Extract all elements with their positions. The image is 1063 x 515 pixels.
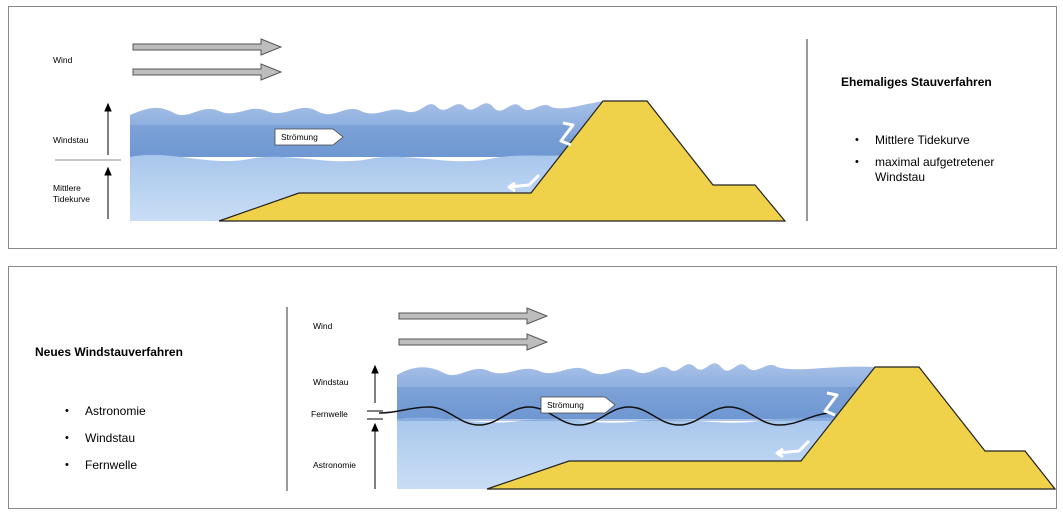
return-flow-arrow [775,391,839,459]
new-method-diagram: Strömung [286,307,1056,491]
wind-arrow [132,38,283,56]
panel-new-method: Strömung Wind Windstau Fernwelle Astrono… [8,266,1057,509]
old-method-diagram: Strömung [55,38,808,222]
old-method-bullet-list: Mittlere Tidekurve maximal aufgetretener… [855,133,1045,192]
tide-height-arrow [104,166,112,219]
bullet-item: Windstau [65,430,245,446]
bullet-item: Fernwelle [65,457,245,473]
windstau-label: Windstau [313,377,349,387]
old-method-title: Ehemaliges Stauverfahren [841,75,992,89]
deep-water-band [397,387,867,421]
astronomie-label: Astronomie [313,460,356,470]
current-arrow: Strömung [540,396,616,414]
mittlere-label-line2: Tidekurve [53,194,91,204]
current-label: Strömung [281,132,318,142]
new-method-bullet-list: Astronomie Windstau Fernwelle [65,403,245,484]
new-method-title: Neues Windstauverfahren [35,345,183,359]
wind-label: Wind [313,321,333,331]
wind-arrow [398,333,549,351]
dike [486,366,1056,490]
wind-arrow [398,307,549,325]
windstau-height-arrow [371,364,379,403]
windstau-height-arrow [104,102,112,155]
return-flow-arrow [507,121,575,193]
dike [218,100,787,222]
windstau-label: Windstau [53,135,89,145]
current-arrow: Strömung [274,128,344,146]
deep-water-band [130,125,570,155]
fernwelle-wave-line [378,406,830,426]
wind-arrow [132,63,283,81]
fernwelle-label: Fernwelle [311,409,348,419]
bullet-item: Mittlere Tidekurve [855,133,1045,148]
mittlere-label-line1: Mittlere [53,183,81,193]
wind-label: Wind [53,55,73,65]
current-label: Strömung [547,400,584,410]
bullet-item: Astronomie [65,403,245,419]
bullet-item: maximal aufgetretener Windstau [855,155,1045,185]
mittlere-tidekurve-label: Mittlere Tidekurve [53,183,90,205]
astronomie-height-arrow [371,422,379,489]
panel-old-method: Strömung Wind Windstau Mittlere Tidekurv… [8,6,1057,249]
